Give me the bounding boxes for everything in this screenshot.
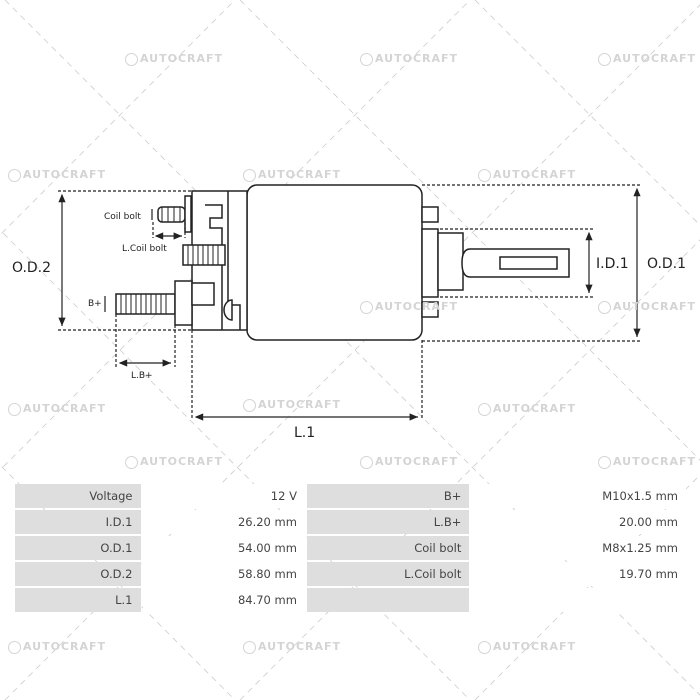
spec-label: Coil bolt bbox=[306, 536, 470, 560]
bplus-label: B+ bbox=[88, 299, 102, 309]
spec-label: Voltage bbox=[15, 484, 141, 508]
spec-value: M8x1.25 mm bbox=[471, 536, 686, 560]
spec-label: I.D.1 bbox=[15, 510, 141, 534]
lb-label: L.B+ bbox=[131, 371, 153, 381]
l-coil-bolt-label: L.Coil bolt bbox=[122, 244, 167, 254]
spec-value: M10x1.5 mm bbox=[471, 484, 686, 508]
spec-label: L.B+ bbox=[306, 510, 470, 534]
spec-label: B+ bbox=[306, 484, 470, 508]
od2-label: O.D.2 bbox=[12, 260, 51, 276]
spec-label bbox=[306, 588, 470, 612]
id1-label: I.D.1 bbox=[596, 256, 629, 272]
spec-value: 12 V bbox=[142, 484, 305, 508]
spec-value: 26.20 mm bbox=[142, 510, 305, 534]
spec-label: O.D.1 bbox=[15, 536, 141, 560]
spec-label: L.1 bbox=[15, 588, 141, 612]
spec-value: 19.70 mm bbox=[471, 562, 686, 586]
l1-label: L.1 bbox=[294, 425, 315, 441]
solenoid-body bbox=[246, 184, 423, 341]
coil-bolt-label: Coil bolt bbox=[104, 212, 141, 222]
spec-label: L.Coil bolt bbox=[306, 562, 470, 586]
plunger-slot bbox=[499, 256, 558, 270]
spec-value: 84.70 mm bbox=[142, 588, 305, 612]
spec-value: 58.80 mm bbox=[142, 562, 305, 586]
od1-label: O.D.1 bbox=[647, 256, 686, 272]
l-coil-bolt-stud bbox=[182, 244, 226, 266]
spec-value: 20.00 mm bbox=[471, 510, 686, 534]
spec-value: 54.00 mm bbox=[142, 536, 305, 560]
bplus-nut bbox=[174, 280, 193, 326]
spec-value bbox=[471, 588, 686, 612]
spec-label: O.D.2 bbox=[15, 562, 141, 586]
